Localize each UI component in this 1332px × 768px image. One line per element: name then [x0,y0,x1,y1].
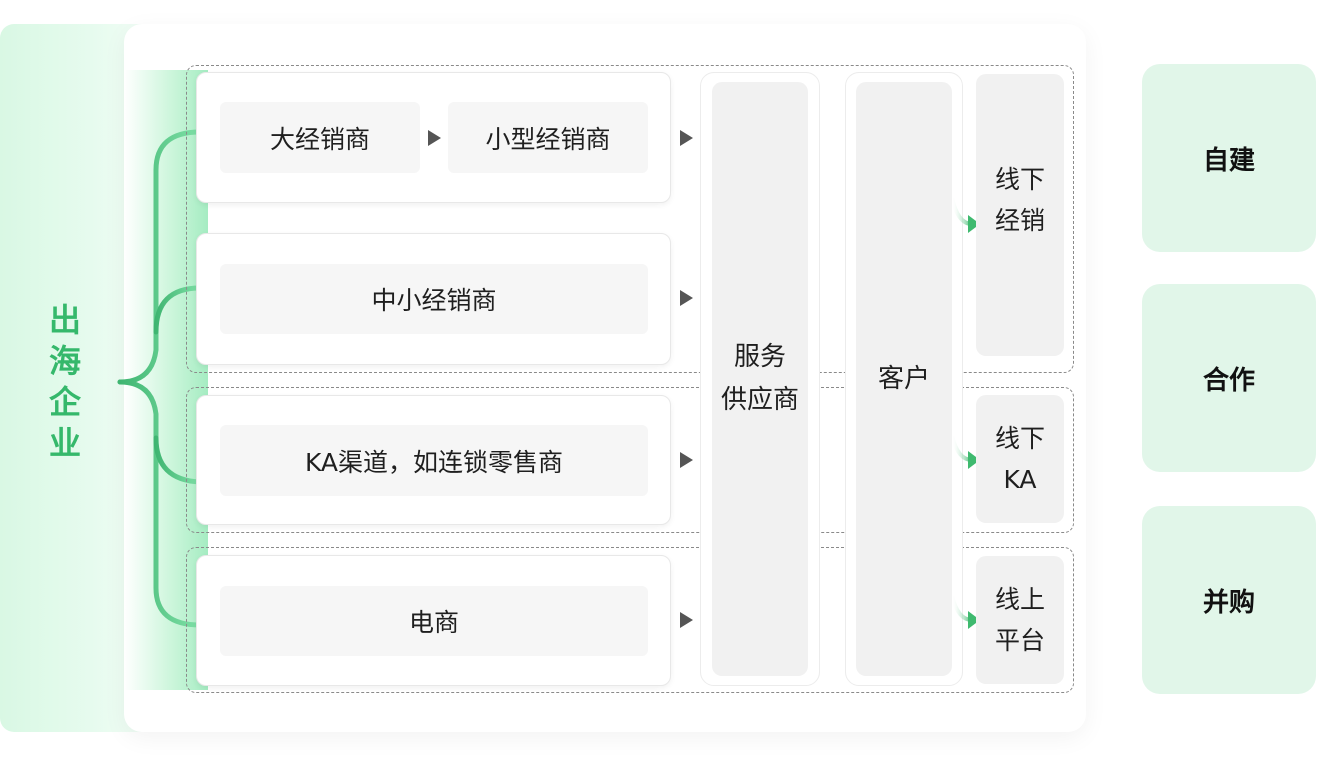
chip-sme-distributor: 中小经销商 [220,264,648,334]
group-distribution [186,65,1074,373]
customer-box: 客户 [856,82,952,676]
output-label: 平台 [994,626,1045,655]
customer-label: 客户 [877,363,930,394]
output-label: 线下 [994,165,1045,194]
arrow-right-icon [428,130,441,146]
service-provider-label: 服务 [733,342,786,372]
output-online-platform: 线上 平台 [976,556,1064,684]
arrow-right-icon [680,130,693,146]
service-provider-label: 供应商 [720,385,799,415]
chip-small-distributor: 小型经销商 [448,102,648,173]
arrow-right-icon [680,290,693,306]
mode-acquisition: 并购 [1142,506,1316,694]
enterprise-title-char: 海 [48,342,81,380]
enterprise-title-char: 企 [48,383,81,421]
chip-big-distributor: 大经销商 [220,102,420,173]
arrow-right-icon [680,452,693,468]
output-label: 线下 [994,424,1045,453]
chip-ka-channel: KA渠道，如连锁零售商 [220,425,648,496]
bracket-spine [117,129,203,385]
output-label: 线上 [994,585,1045,614]
chip-ecommerce: 电商 [220,586,648,656]
mode-self-build: 自建 [1142,64,1316,252]
output-offline-distribution: 线下 经销 [976,74,1064,356]
green-arrow-icon [950,197,980,233]
arrow-right-icon [680,612,693,628]
enterprise-title-char: 出 [48,301,81,339]
group-ka [186,387,1074,533]
bracket-branch [153,435,203,485]
output-offline-ka: 线下 KA [976,395,1064,523]
output-label: KA [1003,465,1037,494]
enterprise-title-char: 业 [48,424,81,462]
output-label: 经销 [994,206,1045,235]
bracket-branch [153,285,203,335]
green-arrow-icon [950,435,980,469]
bracket-spine [117,379,203,628]
group-ecommerce [186,547,1074,693]
green-arrow-icon [950,595,980,629]
bracket [117,129,203,628]
mode-cooperation: 合作 [1142,284,1316,472]
service-provider-box: 服务 供应商 [712,82,808,676]
enterprise-title: 出 海 企 业 [40,300,90,464]
